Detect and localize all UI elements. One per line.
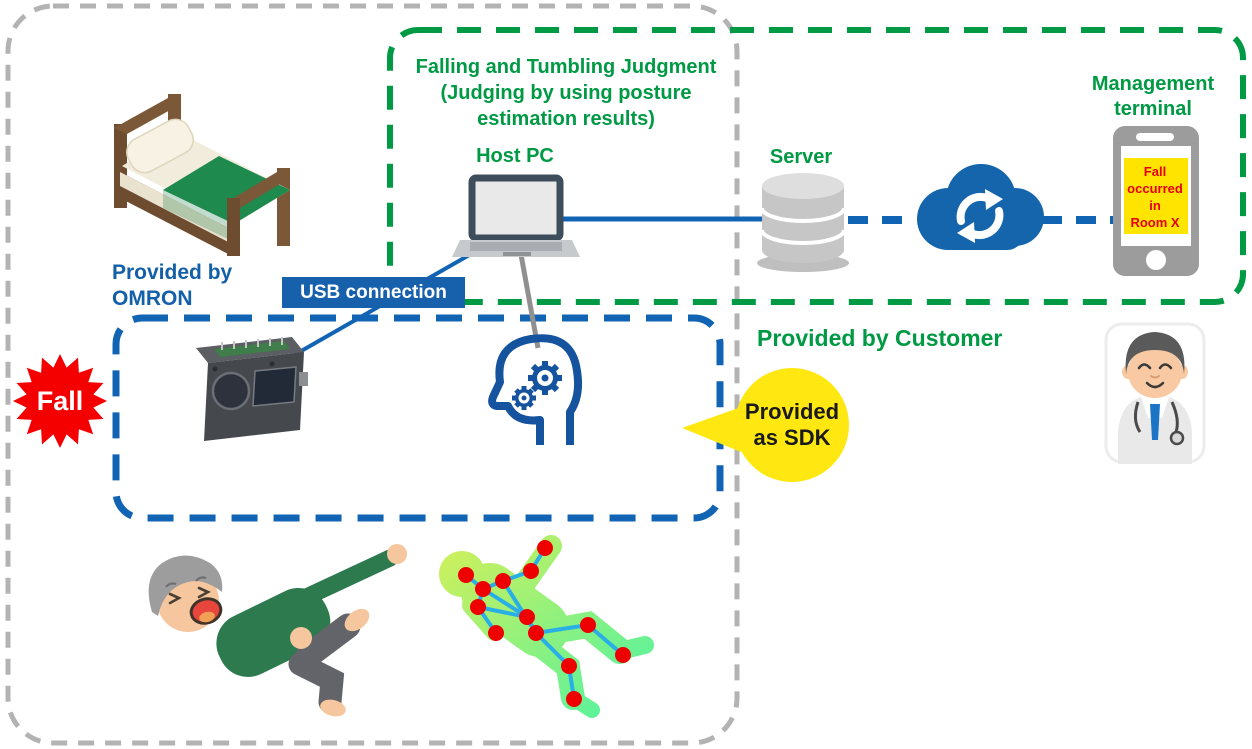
sync-arrows: [956, 189, 1004, 243]
judgment-title: Falling and Tumbling Judgment (Judging b…: [393, 54, 739, 132]
fall-burst-label: Fall: [36, 386, 84, 416]
phone-alert-text: Fall occurred in Room X: [1123, 163, 1187, 231]
provided-by-customer-label: Provided by Customer: [757, 325, 1003, 351]
skeleton-joints: [458, 540, 631, 707]
pose-skeleton-icon: [439, 535, 654, 718]
customer-zone-border: [387, 27, 1246, 305]
sdk-bubble-line2: as SDK: [753, 425, 831, 450]
doctor-icon: [1104, 322, 1206, 464]
provided-by-omron-line1: Provided by: [112, 261, 233, 284]
cloud-sync-icon: [917, 164, 1044, 250]
management-terminal-line1: Management: [1091, 73, 1215, 95]
head-gears-icon: [488, 334, 583, 445]
judgment-title-line3: estimation results): [477, 108, 655, 130]
sdk-bubble-line1: Provided: [744, 399, 840, 424]
judgment-title-line2: (Judging by using posture: [440, 82, 692, 104]
host-pc-label: Host PC: [476, 145, 554, 167]
sdk-bubble-label: Provided as SDK: [734, 399, 850, 451]
provided-by-omron-line2: OMRON: [112, 287, 193, 310]
phone-alert-line2: occurred: [1127, 181, 1183, 196]
fall-burst-icon: [13, 354, 107, 448]
phone-alert-line4: Room X: [1130, 215, 1180, 230]
usb-connection-label: USB connection: [282, 277, 465, 308]
gear-small: [512, 386, 536, 410]
gear-large: [528, 361, 562, 395]
phone-alert-line1: Fall: [1143, 164, 1167, 179]
management-terminal-line2: terminal: [1114, 98, 1192, 120]
phone-alert-line3: in: [1149, 198, 1161, 213]
server-label: Server: [769, 146, 833, 168]
database-icon: [757, 173, 849, 272]
judgment-title-line1: Falling and Tumbling Judgment: [415, 56, 717, 78]
phone-alert-box: [1124, 158, 1188, 234]
bed-icon: [114, 94, 290, 256]
outer-zone-border: [5, 3, 740, 746]
provided-by-omron-label: Provided by OMRON: [112, 260, 232, 312]
laptop-icon: [452, 174, 580, 257]
sdk-bubble: [682, 368, 849, 482]
fallen-person-icon: [148, 544, 407, 717]
smartphone-icon: [1113, 126, 1199, 276]
omron-zone-border: [112, 314, 724, 522]
sensor-camera-icon: [196, 337, 308, 441]
management-terminal-label: Management terminal: [1080, 72, 1226, 122]
